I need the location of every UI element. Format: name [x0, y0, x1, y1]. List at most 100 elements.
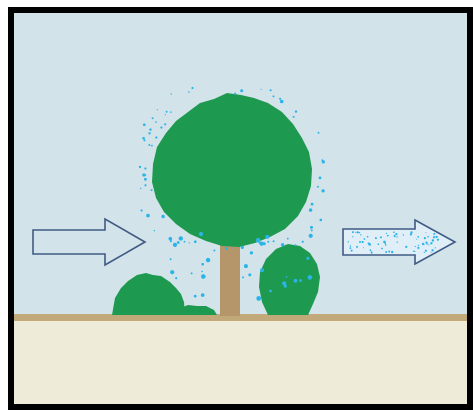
particle	[170, 240, 172, 242]
particle	[424, 252, 425, 253]
particle	[248, 273, 251, 276]
particle	[201, 271, 203, 273]
particle	[144, 178, 147, 181]
particle	[417, 247, 419, 249]
particle	[378, 243, 380, 245]
particle	[273, 95, 275, 97]
particle	[299, 279, 302, 282]
particle	[360, 234, 361, 235]
particle	[350, 247, 352, 249]
particle	[173, 243, 177, 247]
particle	[282, 281, 286, 285]
particle	[177, 241, 180, 244]
particle	[143, 123, 146, 126]
particle	[413, 250, 415, 252]
particle	[311, 229, 313, 231]
particle	[161, 215, 164, 218]
particle	[281, 243, 284, 246]
particle	[157, 109, 158, 110]
particle	[356, 246, 358, 248]
particle	[306, 257, 309, 260]
particle	[213, 250, 215, 252]
particle	[362, 241, 364, 243]
particle	[270, 90, 272, 92]
shrub-icon	[259, 244, 320, 315]
particle	[144, 139, 146, 141]
particle	[225, 247, 228, 250]
particle	[405, 246, 407, 248]
particle	[367, 236, 369, 238]
particle	[352, 236, 353, 237]
particle	[170, 258, 172, 260]
particle	[164, 123, 166, 125]
particle	[206, 258, 210, 262]
particle	[388, 251, 390, 253]
particle	[295, 244, 297, 246]
particle	[201, 293, 205, 297]
particle	[256, 238, 261, 243]
particle	[171, 93, 172, 94]
particle	[141, 209, 143, 211]
particle	[151, 189, 153, 191]
particle	[435, 236, 437, 238]
particle	[418, 245, 419, 246]
particle	[424, 237, 426, 239]
particle	[293, 116, 295, 118]
particle	[385, 243, 386, 244]
particle	[142, 137, 145, 140]
particle	[410, 231, 412, 233]
particle	[191, 272, 193, 274]
particle	[259, 242, 263, 246]
particle	[385, 251, 387, 253]
particle	[152, 117, 154, 119]
particle	[322, 160, 325, 163]
particle	[348, 241, 349, 242]
particle	[425, 250, 427, 252]
particle	[415, 246, 416, 247]
particle	[416, 239, 417, 240]
particle	[241, 246, 244, 249]
particle	[256, 296, 261, 301]
particle	[140, 188, 141, 189]
particle	[154, 230, 155, 231]
particle	[151, 145, 153, 147]
particle	[144, 184, 146, 186]
particle	[394, 235, 396, 237]
particle	[428, 244, 429, 245]
particle	[169, 237, 173, 241]
particle	[357, 231, 359, 233]
particle	[319, 177, 322, 180]
particle	[350, 245, 351, 246]
particle	[265, 235, 269, 239]
particle	[184, 241, 186, 243]
particle	[395, 233, 397, 235]
particle	[370, 249, 372, 251]
particle	[309, 234, 313, 238]
particle	[422, 243, 424, 245]
particle	[410, 233, 412, 235]
particle	[310, 226, 313, 229]
particle	[194, 295, 197, 298]
particle	[311, 203, 314, 206]
particle	[280, 100, 284, 104]
particle	[386, 233, 387, 234]
particle	[191, 87, 193, 89]
particle	[359, 241, 361, 243]
particle	[391, 251, 393, 253]
particle	[269, 290, 272, 293]
particle	[309, 208, 312, 211]
particle	[242, 276, 244, 278]
particle	[260, 268, 264, 272]
particle	[432, 239, 434, 241]
particle	[175, 277, 177, 279]
particle	[261, 89, 262, 90]
particle	[294, 279, 298, 283]
arrow-right-icon	[33, 219, 145, 265]
particle	[155, 136, 157, 138]
particle	[368, 243, 371, 246]
particle	[433, 236, 435, 238]
tree-trunk	[220, 242, 240, 316]
tree-icon	[152, 93, 312, 247]
particle	[165, 114, 166, 115]
